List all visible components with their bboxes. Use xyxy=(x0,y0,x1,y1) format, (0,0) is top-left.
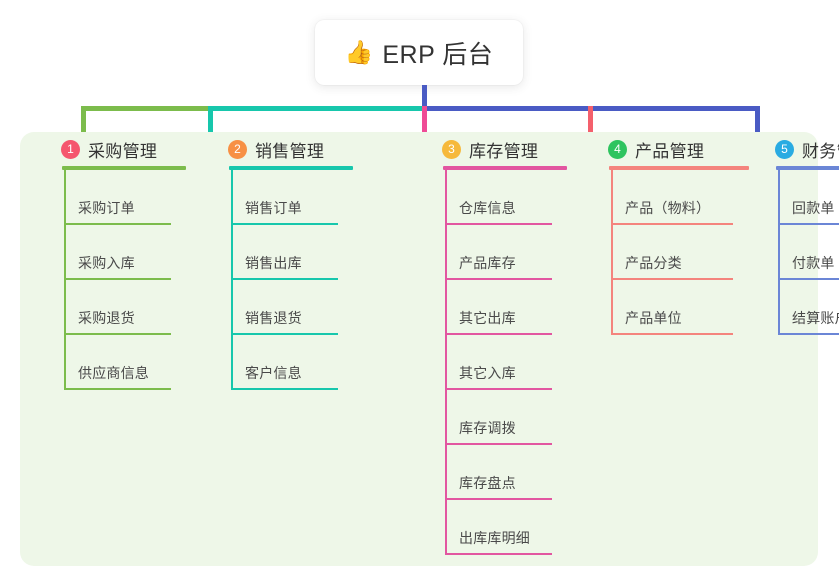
leaf-list: 产品（物料） 产品分类 产品单位 xyxy=(611,170,753,335)
connector-bus-segment-1 xyxy=(81,106,210,111)
list-item-label: 销售订单 xyxy=(245,200,302,216)
list-item-label: 采购入库 xyxy=(78,255,135,271)
list-item[interactable]: 销售退货 xyxy=(231,280,338,335)
column-badge-5: 5 xyxy=(775,139,794,159)
column-rule xyxy=(609,166,749,170)
list-item-label: 产品库存 xyxy=(459,255,516,271)
column-header[interactable]: 1 采购管理 xyxy=(41,132,191,166)
leaf-trunk-line xyxy=(231,170,233,390)
leaf-trunk-line xyxy=(611,170,613,335)
list-item-label: 产品分类 xyxy=(625,255,682,271)
column-title: 库存管理 xyxy=(469,141,539,161)
diagram-panel: 1 采购管理 采购订单 采购入库 采购退货 供应商信息 2 销售管理 销售订单 … xyxy=(20,132,839,566)
column-header[interactable]: 5 财务管理 xyxy=(755,132,839,166)
list-item[interactable]: 销售出库 xyxy=(231,225,338,280)
leaf-list: 仓库信息 产品库存 其它出库 其它入库 库存调拨 库存盘点 出库库明细 xyxy=(445,170,572,555)
leaf-list: 销售订单 销售出库 销售退货 客户信息 xyxy=(231,170,358,390)
list-item-label: 其它出库 xyxy=(459,310,516,326)
list-item[interactable]: 库存调拨 xyxy=(445,390,552,445)
connector-drop-4 xyxy=(588,106,593,146)
column-product-management: 4 产品管理 产品（物料） 产品分类 产品单位 xyxy=(588,132,753,335)
list-item[interactable]: 采购退货 xyxy=(64,280,171,335)
list-item-label: 结算账户 xyxy=(792,310,839,326)
list-item-label: 仓库信息 xyxy=(459,200,516,216)
connector-bus-segment-2 xyxy=(208,106,424,111)
list-item[interactable]: 产品（物料） xyxy=(611,170,733,225)
leaf-list: 回款单 付款单 结算账户 xyxy=(778,170,839,335)
list-item-label: 其它入库 xyxy=(459,365,516,381)
column-inventory-management: 3 库存管理 仓库信息 产品库存 其它出库 其它入库 库存调拨 库存盘点 出库库… xyxy=(422,132,572,555)
connector-drop-2 xyxy=(208,106,213,146)
list-item-label: 采购退货 xyxy=(78,310,135,326)
list-item-label: 销售出库 xyxy=(245,255,302,271)
column-title: 财务管理 xyxy=(802,141,839,161)
list-item[interactable]: 仓库信息 xyxy=(445,170,552,225)
leaf-trunk-line xyxy=(64,170,66,390)
column-purchase-management: 1 采购管理 采购订单 采购入库 采购退货 供应商信息 xyxy=(41,132,191,390)
list-item[interactable]: 回款单 xyxy=(778,170,839,225)
thumbs-up-icon: 👍 xyxy=(344,39,374,65)
list-item-label: 出库库明细 xyxy=(459,530,530,546)
column-title: 采购管理 xyxy=(88,141,158,161)
column-rule xyxy=(62,166,186,170)
leaf-trunk-line xyxy=(445,170,447,555)
list-item[interactable]: 产品库存 xyxy=(445,225,552,280)
list-item[interactable]: 出库库明细 xyxy=(445,500,552,555)
column-badge-4: 4 xyxy=(608,139,627,159)
column-header[interactable]: 3 库存管理 xyxy=(422,132,572,166)
connector-root-stem xyxy=(422,85,427,109)
column-finance-management: 5 财务管理 回款单 付款单 结算账户 xyxy=(755,132,839,335)
column-rule xyxy=(443,166,567,170)
column-badge-1: 1 xyxy=(61,139,80,159)
column-badge-2: 2 xyxy=(228,139,247,159)
list-item-label: 产品（物料） xyxy=(625,200,711,216)
list-item[interactable]: 付款单 xyxy=(778,225,839,280)
column-title: 销售管理 xyxy=(255,141,325,161)
list-item-label: 库存调拨 xyxy=(459,420,516,436)
list-item-label: 供应商信息 xyxy=(78,365,149,381)
list-item[interactable]: 结算账户 xyxy=(778,280,839,335)
list-item-label: 回款单 xyxy=(792,200,835,216)
list-item[interactable]: 其它出库 xyxy=(445,280,552,335)
connector-drop-3 xyxy=(422,106,427,146)
list-item-label: 客户信息 xyxy=(245,365,302,381)
list-item[interactable]: 产品单位 xyxy=(611,280,733,335)
connector-drop-5 xyxy=(755,106,760,146)
list-item[interactable]: 供应商信息 xyxy=(64,335,171,390)
leaf-trunk-line xyxy=(778,170,780,335)
list-item[interactable]: 销售订单 xyxy=(231,170,338,225)
column-header[interactable]: 4 产品管理 xyxy=(588,132,753,166)
list-item-label: 库存盘点 xyxy=(459,475,516,491)
list-item-label: 付款单 xyxy=(792,255,835,271)
list-item[interactable]: 采购订单 xyxy=(64,170,171,225)
column-rule xyxy=(229,166,353,170)
column-badge-3: 3 xyxy=(442,139,461,159)
connector-drop-1 xyxy=(81,106,86,146)
list-item-label: 销售退货 xyxy=(245,310,302,326)
page-title: ERP 后台 xyxy=(382,40,494,69)
list-item[interactable]: 产品分类 xyxy=(611,225,733,280)
list-item-label: 产品单位 xyxy=(625,310,682,326)
root-node-card[interactable]: 👍 ERP 后台 xyxy=(315,20,523,85)
list-item[interactable]: 其它入库 xyxy=(445,335,552,390)
column-header[interactable]: 2 销售管理 xyxy=(208,132,358,166)
leaf-list: 采购订单 采购入库 采购退货 供应商信息 xyxy=(64,170,191,390)
list-item-label: 采购订单 xyxy=(78,200,135,216)
column-sales-management: 2 销售管理 销售订单 销售出库 销售退货 客户信息 xyxy=(208,132,358,390)
list-item[interactable]: 采购入库 xyxy=(64,225,171,280)
column-title: 产品管理 xyxy=(635,141,705,161)
column-rule xyxy=(776,166,839,170)
list-item[interactable]: 客户信息 xyxy=(231,335,338,390)
list-item[interactable]: 库存盘点 xyxy=(445,445,552,500)
